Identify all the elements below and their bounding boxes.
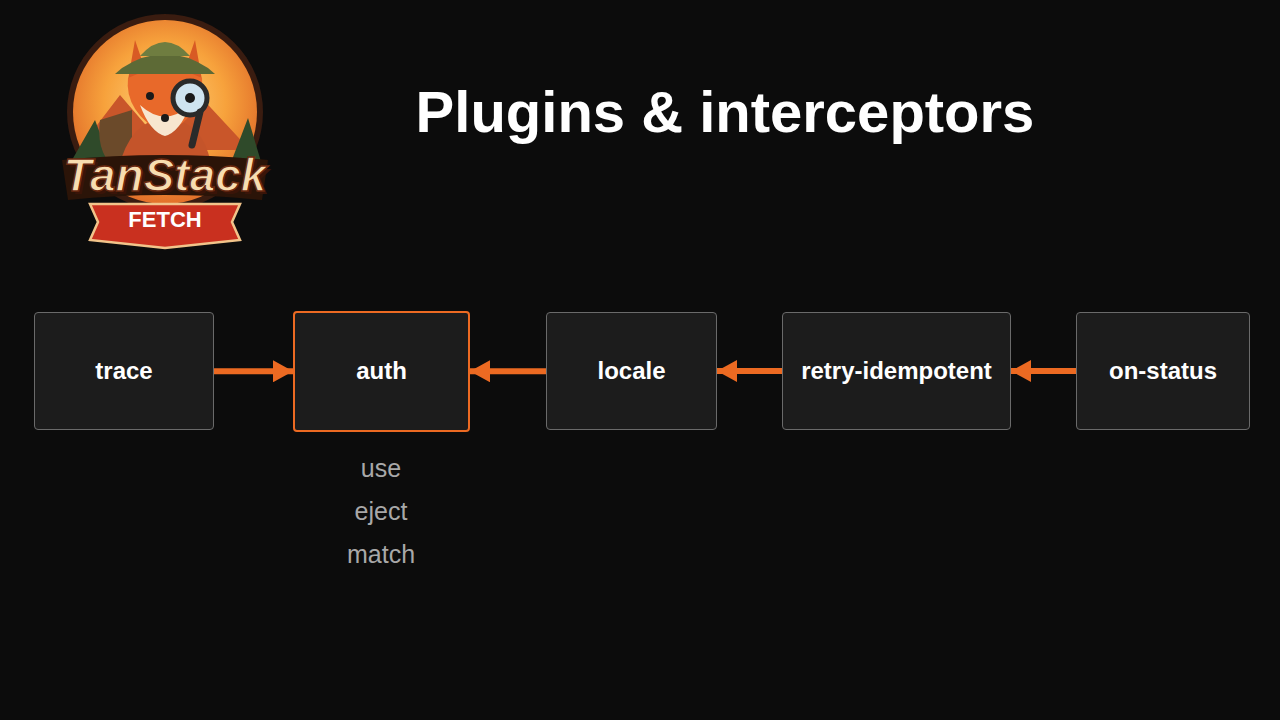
flow-arrow	[470, 368, 546, 374]
method-name: match	[321, 539, 441, 569]
plugin-box: locale	[546, 312, 717, 430]
plugin-name: trace	[91, 357, 156, 386]
logo-wordmark: TanStack	[20, 148, 310, 203]
method-name: eject	[321, 496, 441, 526]
fox-nose	[161, 114, 169, 122]
logo-wordmark: FETCH	[95, 207, 235, 233]
plugin-box: trace	[34, 312, 214, 430]
magnifier-handle	[192, 112, 200, 145]
flow-arrow	[717, 368, 782, 374]
hat-crown	[140, 42, 190, 56]
flow-arrow	[1011, 368, 1076, 374]
plugin-name: on-status	[1105, 357, 1221, 386]
flow-arrow	[214, 368, 293, 374]
plugin-box: retry-idempotent	[782, 312, 1011, 430]
diagram-title: Plugins & interceptors	[330, 78, 1120, 145]
magnified-eye	[185, 93, 195, 103]
fox-eye	[146, 92, 154, 100]
plugin-name: retry-idempotent	[797, 357, 996, 386]
plugin-name: auth	[352, 357, 411, 386]
explorer-hat	[115, 54, 215, 74]
logo-badge	[62, 14, 268, 248]
active-plugin-box: auth	[293, 311, 470, 432]
fetch-ribbon	[90, 204, 240, 248]
plugin-box: on-status	[1076, 312, 1250, 430]
plugin-name: locale	[593, 357, 669, 386]
method-name: use	[321, 453, 441, 483]
